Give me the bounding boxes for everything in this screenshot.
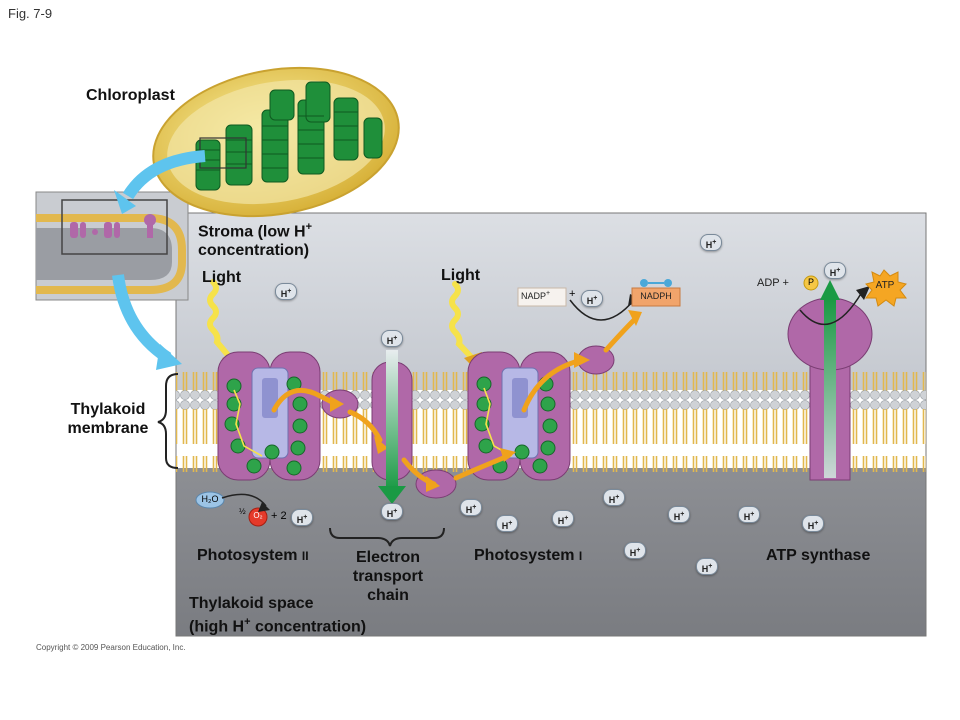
oxygen-molecule <box>248 507 268 527</box>
two-protons-prefix: + 2 <box>271 510 287 522</box>
nadp-box <box>517 287 567 307</box>
proton-lumen-5: H+ <box>552 510 574 527</box>
proton-stroma-cytochrome: H+ <box>381 330 403 347</box>
nadph-label: NADPH <box>640 291 672 301</box>
o2-label: O₂ <box>253 511 263 520</box>
figure-label: Fig. 7-9 <box>8 6 53 21</box>
proton-stroma-1: H+ <box>700 234 722 251</box>
photosystem-2-label: Photosystem II <box>197 547 309 564</box>
water-label: H₂O <box>201 494 219 504</box>
photosystem-2-complex <box>217 351 321 481</box>
phosphate-circle <box>803 275 819 291</box>
proton-lumen-10: H+ <box>624 542 646 559</box>
nadp-plus-sign: + <box>569 288 576 300</box>
proton-flow-arrow-atp-synthase <box>820 280 840 300</box>
light-label-ps2: Light <box>202 269 242 286</box>
proton-stroma-2: H+ <box>275 283 297 300</box>
light-arrow-ps2 <box>207 279 235 363</box>
proton-lumen-3: H+ <box>460 499 482 516</box>
proton-lumen-7: H+ <box>668 506 690 523</box>
etc-bracket <box>329 527 445 547</box>
proton-lumen-6: H+ <box>603 489 625 506</box>
adp-label: ADP + <box>757 277 789 289</box>
stroma-label: Stroma (low H+ concentration) <box>198 221 312 260</box>
water-molecule <box>195 491 225 509</box>
proton-lumen-8: H+ <box>738 506 760 523</box>
chloroplast-label: Chloroplast <box>86 87 175 104</box>
proton-lumen-9: H+ <box>802 515 824 532</box>
proton-stroma-atp: H+ <box>824 262 846 279</box>
light-label-ps1: Light <box>441 267 481 284</box>
proton-lumen-11: H+ <box>696 558 718 575</box>
photosystem-1-label: Photosystem I <box>474 547 583 564</box>
light-arrow-ps1 <box>449 281 477 363</box>
proton-lumen-1: H+ <box>291 509 313 526</box>
thylakoid-space-region <box>176 468 926 636</box>
copyright-notice: Copyright © 2009 Pearson Education, Inc. <box>36 643 186 652</box>
phosphate-label: P <box>807 277 814 287</box>
atp-synthase-label: ATP synthase <box>766 547 871 564</box>
zoom-arrow-chloroplast-to-inset <box>122 150 206 200</box>
nadph-box <box>631 287 681 307</box>
proton-stroma-nadp: H+ <box>581 290 603 307</box>
nadp-label: NADP+ <box>521 290 551 301</box>
photosystem-1-complex <box>467 351 571 481</box>
atp-synthase-complex <box>787 280 873 481</box>
atp-label: ATP <box>875 280 895 291</box>
half-label: ½ <box>239 507 246 516</box>
atp-starburst <box>865 269 907 307</box>
thylakoid-space-label: Thylakoid space (high H+ concentration) <box>189 595 367 636</box>
proton-flow-arrow-cytochrome <box>378 486 406 504</box>
membrane-bracket <box>157 373 179 469</box>
proton-lumen-4: H+ <box>496 515 518 532</box>
proton-lumen-2: H+ <box>381 503 403 520</box>
